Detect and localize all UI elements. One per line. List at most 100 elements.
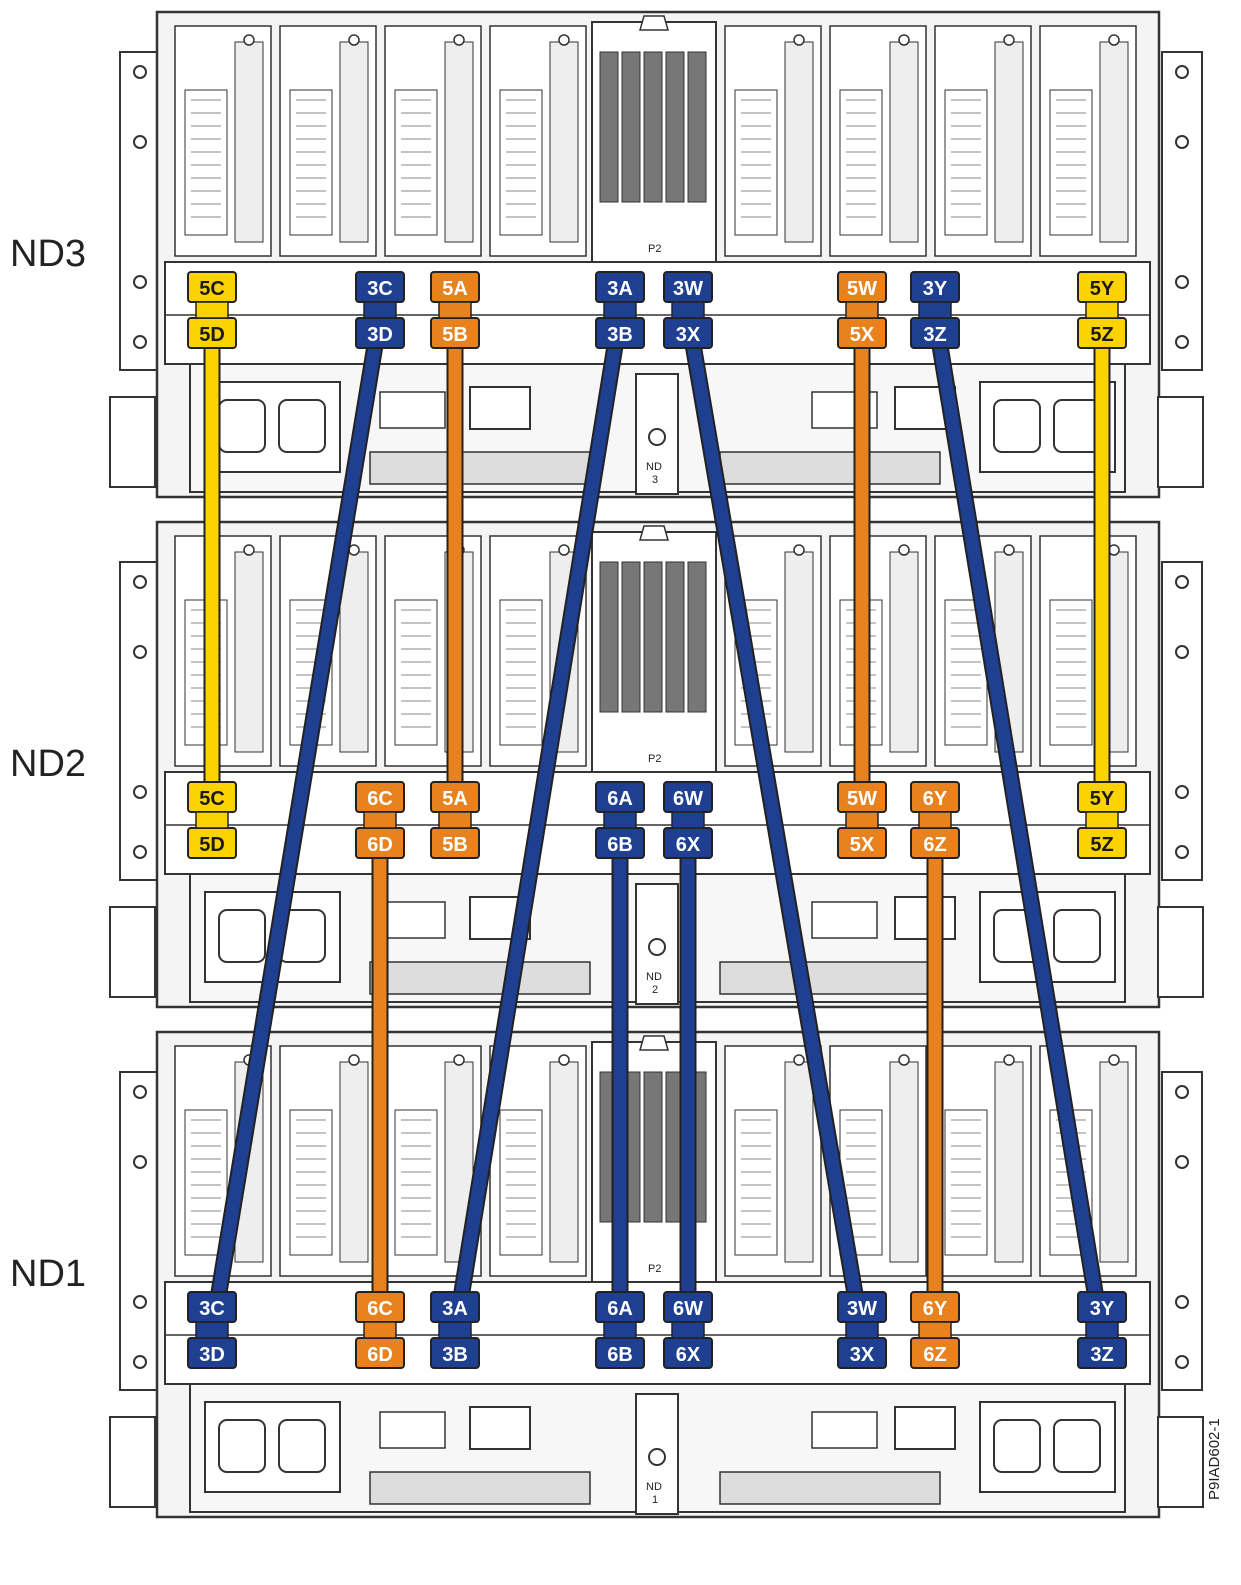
slot-latch — [445, 42, 473, 242]
drawer-nd1: P2ND1 — [110, 1032, 1203, 1517]
node-label-nd2: ND2 — [10, 743, 86, 786]
slot-card — [185, 90, 227, 235]
power-socket — [219, 910, 265, 962]
slot-latch — [890, 1062, 918, 1262]
port-connector-neck — [604, 1322, 636, 1338]
mount-hole — [1176, 276, 1188, 288]
pcie-slot — [725, 1046, 821, 1276]
port-connector-neck — [919, 812, 951, 828]
right-handle — [1158, 1417, 1203, 1507]
pcie-slot — [1040, 536, 1136, 766]
mount-hole — [134, 276, 146, 288]
slot-screw — [1109, 35, 1119, 45]
port-label-top: 6C — [367, 1298, 393, 1320]
port-connector-neck — [672, 302, 704, 318]
slot-card — [500, 1110, 542, 1255]
port-label-bottom: 6B — [607, 834, 633, 856]
mount-hole — [134, 576, 146, 588]
slot-latch — [235, 552, 263, 752]
pcie-slot — [385, 536, 481, 766]
power-socket — [1054, 910, 1100, 962]
drive-bay: P2 — [592, 16, 716, 262]
port-label-bottom: 6B — [607, 1344, 633, 1366]
power-socket — [279, 400, 325, 452]
slot-latch — [550, 1062, 578, 1262]
mount-hole — [134, 1086, 146, 1098]
plate-knob — [649, 939, 665, 955]
slot-screw — [559, 35, 569, 45]
slot-latch — [550, 42, 578, 242]
port-label-bottom: 6X — [676, 1344, 701, 1366]
left-rail — [120, 562, 160, 880]
slot-latch — [235, 42, 263, 242]
port-connector-neck — [364, 812, 396, 828]
port-label-bottom: 5Z — [1090, 834, 1113, 856]
slot-screw — [1004, 35, 1014, 45]
slot-card — [500, 90, 542, 235]
slot-screw — [559, 1055, 569, 1065]
drive — [600, 52, 618, 202]
power-socket — [219, 400, 265, 452]
mount-hole — [134, 136, 146, 148]
pcie-slot — [280, 1046, 376, 1276]
vent-grille — [720, 452, 940, 484]
drive — [688, 52, 706, 202]
pcie-slot — [935, 1046, 1031, 1276]
slot-card — [500, 600, 542, 745]
io-panel: ND3 — [110, 364, 1203, 494]
slot-p2-label: P2 — [648, 753, 661, 765]
bay-handle — [640, 1036, 668, 1050]
port-connector-neck — [1086, 1322, 1118, 1338]
bay-handle — [640, 16, 668, 30]
slot-latch — [785, 1062, 813, 1262]
port-connector-neck — [672, 1322, 704, 1338]
mount-hole — [1176, 1296, 1188, 1308]
vent-grille — [720, 1472, 940, 1504]
pcie-slot — [175, 536, 271, 766]
slot-card — [290, 90, 332, 235]
drive — [688, 562, 706, 712]
slot-screw — [349, 545, 359, 555]
port-label-bottom: 3X — [676, 324, 701, 346]
port-rail — [165, 1282, 1150, 1384]
node-label-nd3: ND3 — [10, 233, 86, 276]
plate-knob — [649, 1449, 665, 1465]
slot-latch — [995, 42, 1023, 242]
power-socket — [279, 1420, 325, 1472]
slot-latch — [890, 552, 918, 752]
mount-hole — [134, 1356, 146, 1368]
port-label-top: 5Y — [1090, 788, 1115, 810]
slot-screw — [794, 35, 804, 45]
mount-hole — [1176, 1356, 1188, 1368]
port-label-top: 3Y — [923, 278, 948, 300]
port-label-bottom: 5D — [199, 834, 225, 856]
drive — [622, 562, 640, 712]
drive — [644, 52, 662, 202]
network-port — [470, 387, 530, 429]
slot-latch — [340, 42, 368, 242]
slot-screw — [1109, 1055, 1119, 1065]
chassis-layer: P2ND3P2ND2P2ND1 — [110, 12, 1203, 1517]
usb-block — [380, 392, 445, 428]
node-plate-number: 1 — [652, 1494, 658, 1506]
port-connector-neck — [846, 1322, 878, 1338]
slot-latch — [1100, 1062, 1128, 1262]
pcie-slot — [725, 26, 821, 256]
port-label-bottom: 3B — [442, 1344, 468, 1366]
node-plate-number: 3 — [652, 474, 658, 486]
port-label-bottom: 3Z — [1090, 1344, 1113, 1366]
slot-latch — [1100, 42, 1128, 242]
usb-block — [812, 902, 877, 938]
port-label-top: 6A — [607, 788, 633, 810]
port-label-top: 5W — [847, 788, 877, 810]
right-rail — [1162, 562, 1202, 880]
vent-grille — [370, 1472, 590, 1504]
slot-screw — [244, 545, 254, 555]
drive-bay: P2 — [592, 1036, 716, 1282]
port-rail — [165, 772, 1150, 874]
port-label-bottom: 5B — [442, 324, 468, 346]
port-connector-neck — [196, 812, 228, 828]
port-label-top: 6W — [673, 788, 703, 810]
port-connector-neck — [364, 1322, 396, 1338]
